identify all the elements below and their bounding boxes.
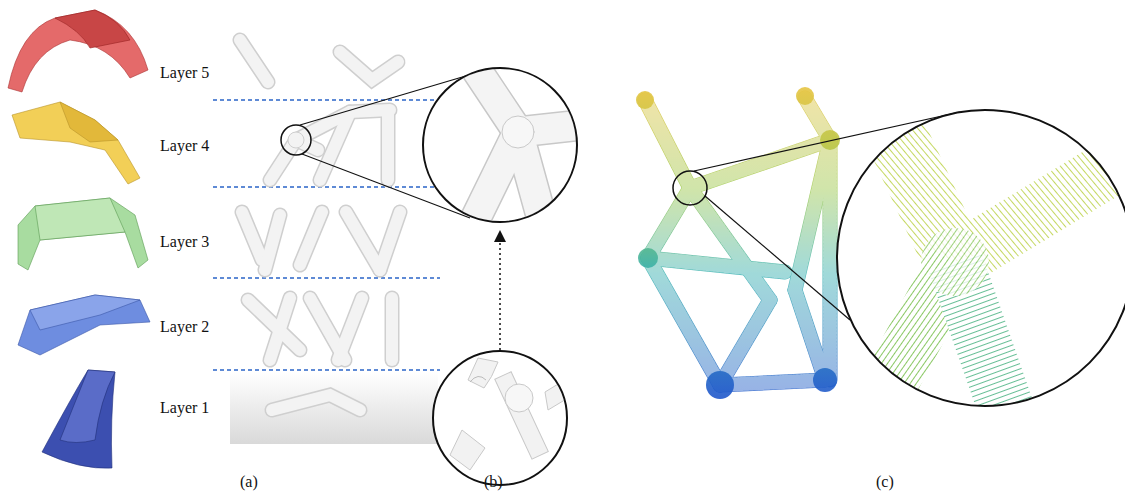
layer-label: Layer 1 [160, 399, 209, 417]
layer-label: Layer 3 [160, 233, 209, 251]
panel-label: (a) [240, 473, 258, 491]
panel-label: (b) [484, 473, 503, 491]
layer-label: Layer 5 [160, 64, 209, 82]
layer-label: Layer 2 [160, 318, 209, 336]
layer-label: Layer 4 [160, 137, 209, 155]
panel-label: (c) [876, 473, 894, 491]
